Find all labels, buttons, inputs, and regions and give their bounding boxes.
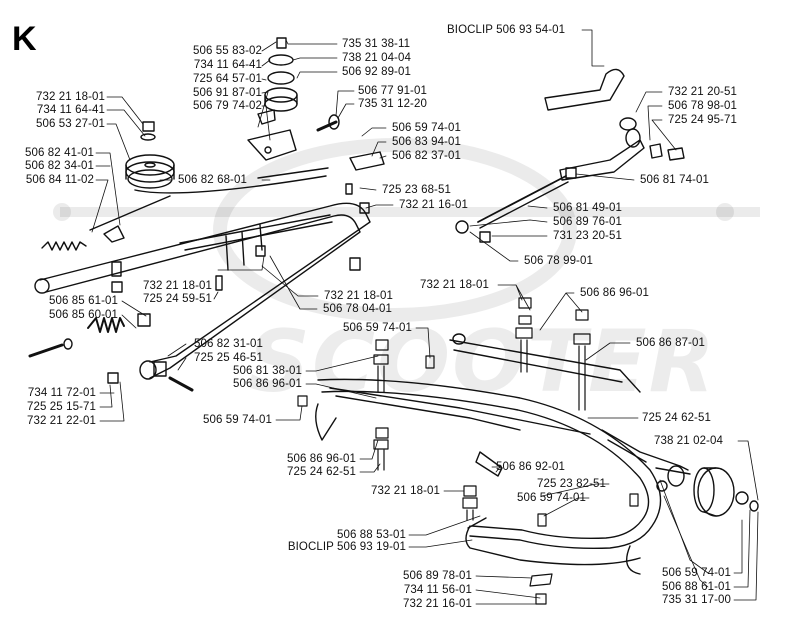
part-label: 506 77 91-01 — [358, 85, 427, 97]
part-label: 506 82 34-01 — [25, 160, 94, 172]
part-label: 725 25 15-71 — [27, 401, 96, 413]
part-label: 735 31 17-00 — [662, 594, 731, 606]
part-label: 506 53 27-01 — [36, 118, 105, 130]
watermark-text: SCOOTER — [248, 312, 717, 412]
deck-frame — [315, 333, 689, 575]
part-label: 506 86 96-01 — [233, 378, 302, 390]
part-label: 738 21 04-04 — [342, 52, 411, 64]
part-label: 725 24 62-51 — [642, 412, 711, 424]
part-label: 725 23 68-51 — [382, 184, 451, 196]
part-label: 725 25 46-51 — [194, 352, 263, 364]
part-label: 725 64 57-01 — [193, 73, 262, 85]
part-label: 732 21 16-01 — [399, 199, 468, 211]
part-label: 725 24 59-51 — [143, 293, 212, 305]
part-label: 725 23 82-51 — [537, 478, 606, 490]
part-label: 506 81 74-01 — [640, 174, 709, 186]
part-label: 506 88 61-01 — [662, 581, 731, 593]
part-label: 725 24 95-71 — [668, 114, 737, 126]
part-label: 725 24 62-51 — [287, 466, 356, 478]
spring-upper — [41, 241, 87, 251]
part-label: 506 82 41-01 — [25, 147, 94, 159]
roller-wheel — [655, 465, 759, 517]
part-label: 506 81 49-01 — [553, 202, 622, 214]
part-label: 506 59 74-01 — [392, 122, 461, 134]
part-label: 506 85 60-01 — [49, 309, 118, 321]
part-label: 738 21 02-04 — [654, 435, 723, 447]
upper-frame — [34, 202, 371, 380]
part-label: 506 55 83-02 — [193, 45, 262, 57]
part-label: 506 85 61-01 — [49, 295, 118, 307]
part-label: 734 11 56-01 — [403, 584, 472, 596]
part-label: 732 21 18-01 — [371, 485, 440, 497]
part-label: 506 91 87-01 — [193, 87, 262, 99]
belt — [134, 175, 327, 194]
section-letter: K — [12, 20, 37, 58]
part-label: 732 21 20-51 — [668, 86, 737, 98]
part-label: 506 59 74-01 — [203, 414, 272, 426]
deck-hardware — [297, 297, 639, 605]
part-label: 506 79 74-02 — [193, 100, 262, 112]
part-label: 506 86 96-01 — [580, 287, 649, 299]
part-label: 506 83 94-01 — [392, 136, 461, 148]
part-label: 734 11 64-41 — [193, 59, 262, 71]
part-label: 506 82 68-01 — [178, 174, 247, 186]
part-label: 506 89 78-01 — [403, 570, 472, 582]
pulley — [125, 154, 175, 189]
part-label: 506 86 96-01 — [287, 453, 356, 465]
part-label: 506 86 92-01 — [496, 461, 565, 473]
leader-lines — [91, 29, 759, 605]
part-label: 506 81 38-01 — [233, 365, 302, 377]
part-label: 506 82 31-01 — [194, 338, 263, 350]
part-label: 506 82 37-01 — [392, 150, 461, 162]
part-label: 732 21 16-01 — [403, 598, 472, 610]
background-emblem — [53, 138, 760, 322]
part-label: 734 11 64-41 — [36, 104, 105, 116]
part-label: 506 89 76-01 — [553, 216, 622, 228]
part-label: 732 21 22-01 — [27, 415, 96, 427]
part-label: 506 86 87-01 — [636, 337, 705, 349]
part-label: 735 31 12-20 — [358, 98, 427, 110]
part-label: 734 11 72-01 — [27, 387, 96, 399]
part-label: 732 21 18-01 — [143, 280, 212, 292]
part-label: 506 88 53-01 — [337, 529, 406, 541]
part-label: BIOCLIP 506 93 19-01 — [287, 541, 406, 553]
part-label: 735 31 38-11 — [342, 38, 411, 50]
lift-arm — [455, 68, 685, 243]
part-label: 731 23 20-51 — [553, 230, 622, 242]
idler-assembly — [247, 37, 329, 179]
part-label: 506 84 11-02 — [25, 174, 94, 186]
part-label: 506 78 98-01 — [668, 100, 737, 112]
part-label: BIOCLIP 506 93 54-01 — [447, 24, 566, 36]
part-label: 732 21 18-01 — [324, 290, 393, 302]
part-label: 506 78 04-01 — [323, 303, 392, 315]
part-label: 506 59 74-01 — [517, 492, 586, 504]
part-label: 506 59 74-01 — [343, 322, 412, 334]
part-label: 506 59 74-01 — [662, 567, 731, 579]
part-label: 732 21 18-01 — [36, 91, 105, 103]
part-label: 506 78 99-01 — [524, 255, 593, 267]
part-label: 506 92 89-01 — [342, 66, 411, 78]
part-label: 732 21 18-01 — [420, 279, 489, 291]
